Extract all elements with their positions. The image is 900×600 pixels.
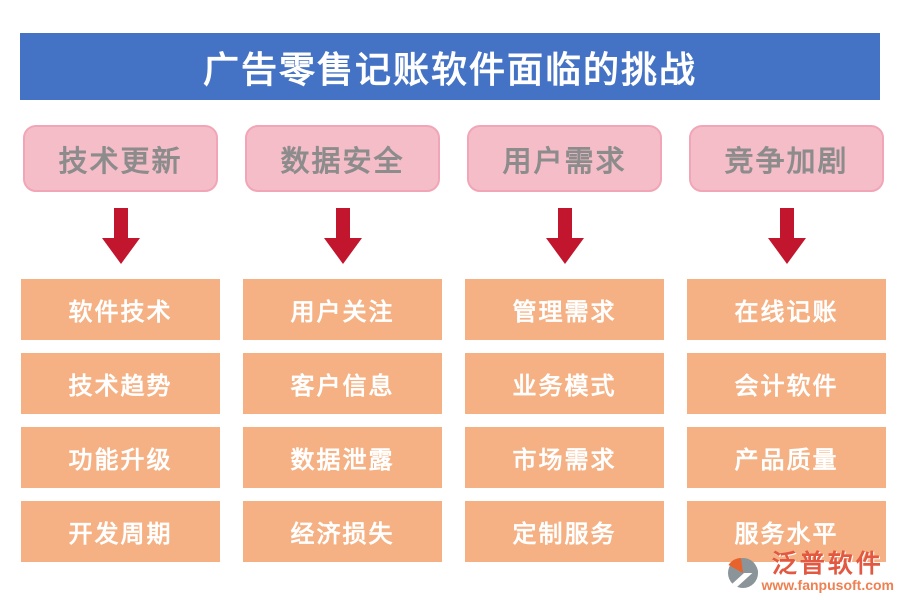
item-box: 客户信息 xyxy=(243,353,442,414)
challenge-column-3: 用户需求 管理需求 业务模式 市场需求 定制服务 xyxy=(465,125,664,562)
down-arrow-icon xyxy=(101,192,140,279)
fanpu-logo-icon xyxy=(726,556,760,595)
item-box: 用户关注 xyxy=(243,279,442,340)
item-box: 软件技术 xyxy=(21,279,220,340)
columns-container: 技术更新 软件技术 技术趋势 功能升级 开发周期 数据安全 用户关注 客户信息 … xyxy=(21,125,887,562)
category-header: 用户需求 xyxy=(467,125,662,192)
item-box: 会计软件 xyxy=(687,353,886,414)
item-box: 管理需求 xyxy=(465,279,664,340)
item-box: 技术趋势 xyxy=(21,353,220,414)
item-box: 经济损失 xyxy=(243,501,442,562)
watermark-url: www.fanpusoft.com xyxy=(761,577,894,594)
down-arrow-icon xyxy=(323,192,362,279)
watermark: 泛普软件 www.fanpusoft.com xyxy=(726,551,894,595)
challenge-column-1: 技术更新 软件技术 技术趋势 功能升级 开发周期 xyxy=(21,125,220,562)
item-box: 定制服务 xyxy=(465,501,664,562)
category-header: 竞争加剧 xyxy=(689,125,884,192)
item-box: 服务水平 xyxy=(687,501,886,562)
challenge-column-4: 竞争加剧 在线记账 会计软件 产品质量 服务水平 xyxy=(687,125,886,562)
item-box: 开发周期 xyxy=(21,501,220,562)
challenge-column-2: 数据安全 用户关注 客户信息 数据泄露 经济损失 xyxy=(243,125,442,562)
watermark-text: 泛普软件 www.fanpusoft.com xyxy=(761,551,894,594)
item-box: 市场需求 xyxy=(465,427,664,488)
page-title: 广告零售记账软件面临的挑战 xyxy=(20,33,880,100)
item-box: 在线记账 xyxy=(687,279,886,340)
category-header: 数据安全 xyxy=(245,125,440,192)
item-box: 业务模式 xyxy=(465,353,664,414)
item-box: 数据泄露 xyxy=(243,427,442,488)
watermark-brand-name: 泛普软件 xyxy=(771,551,884,578)
down-arrow-icon xyxy=(767,192,806,279)
item-box: 功能升级 xyxy=(21,427,220,488)
item-box: 产品质量 xyxy=(687,427,886,488)
category-header: 技术更新 xyxy=(23,125,218,192)
down-arrow-icon xyxy=(545,192,584,279)
